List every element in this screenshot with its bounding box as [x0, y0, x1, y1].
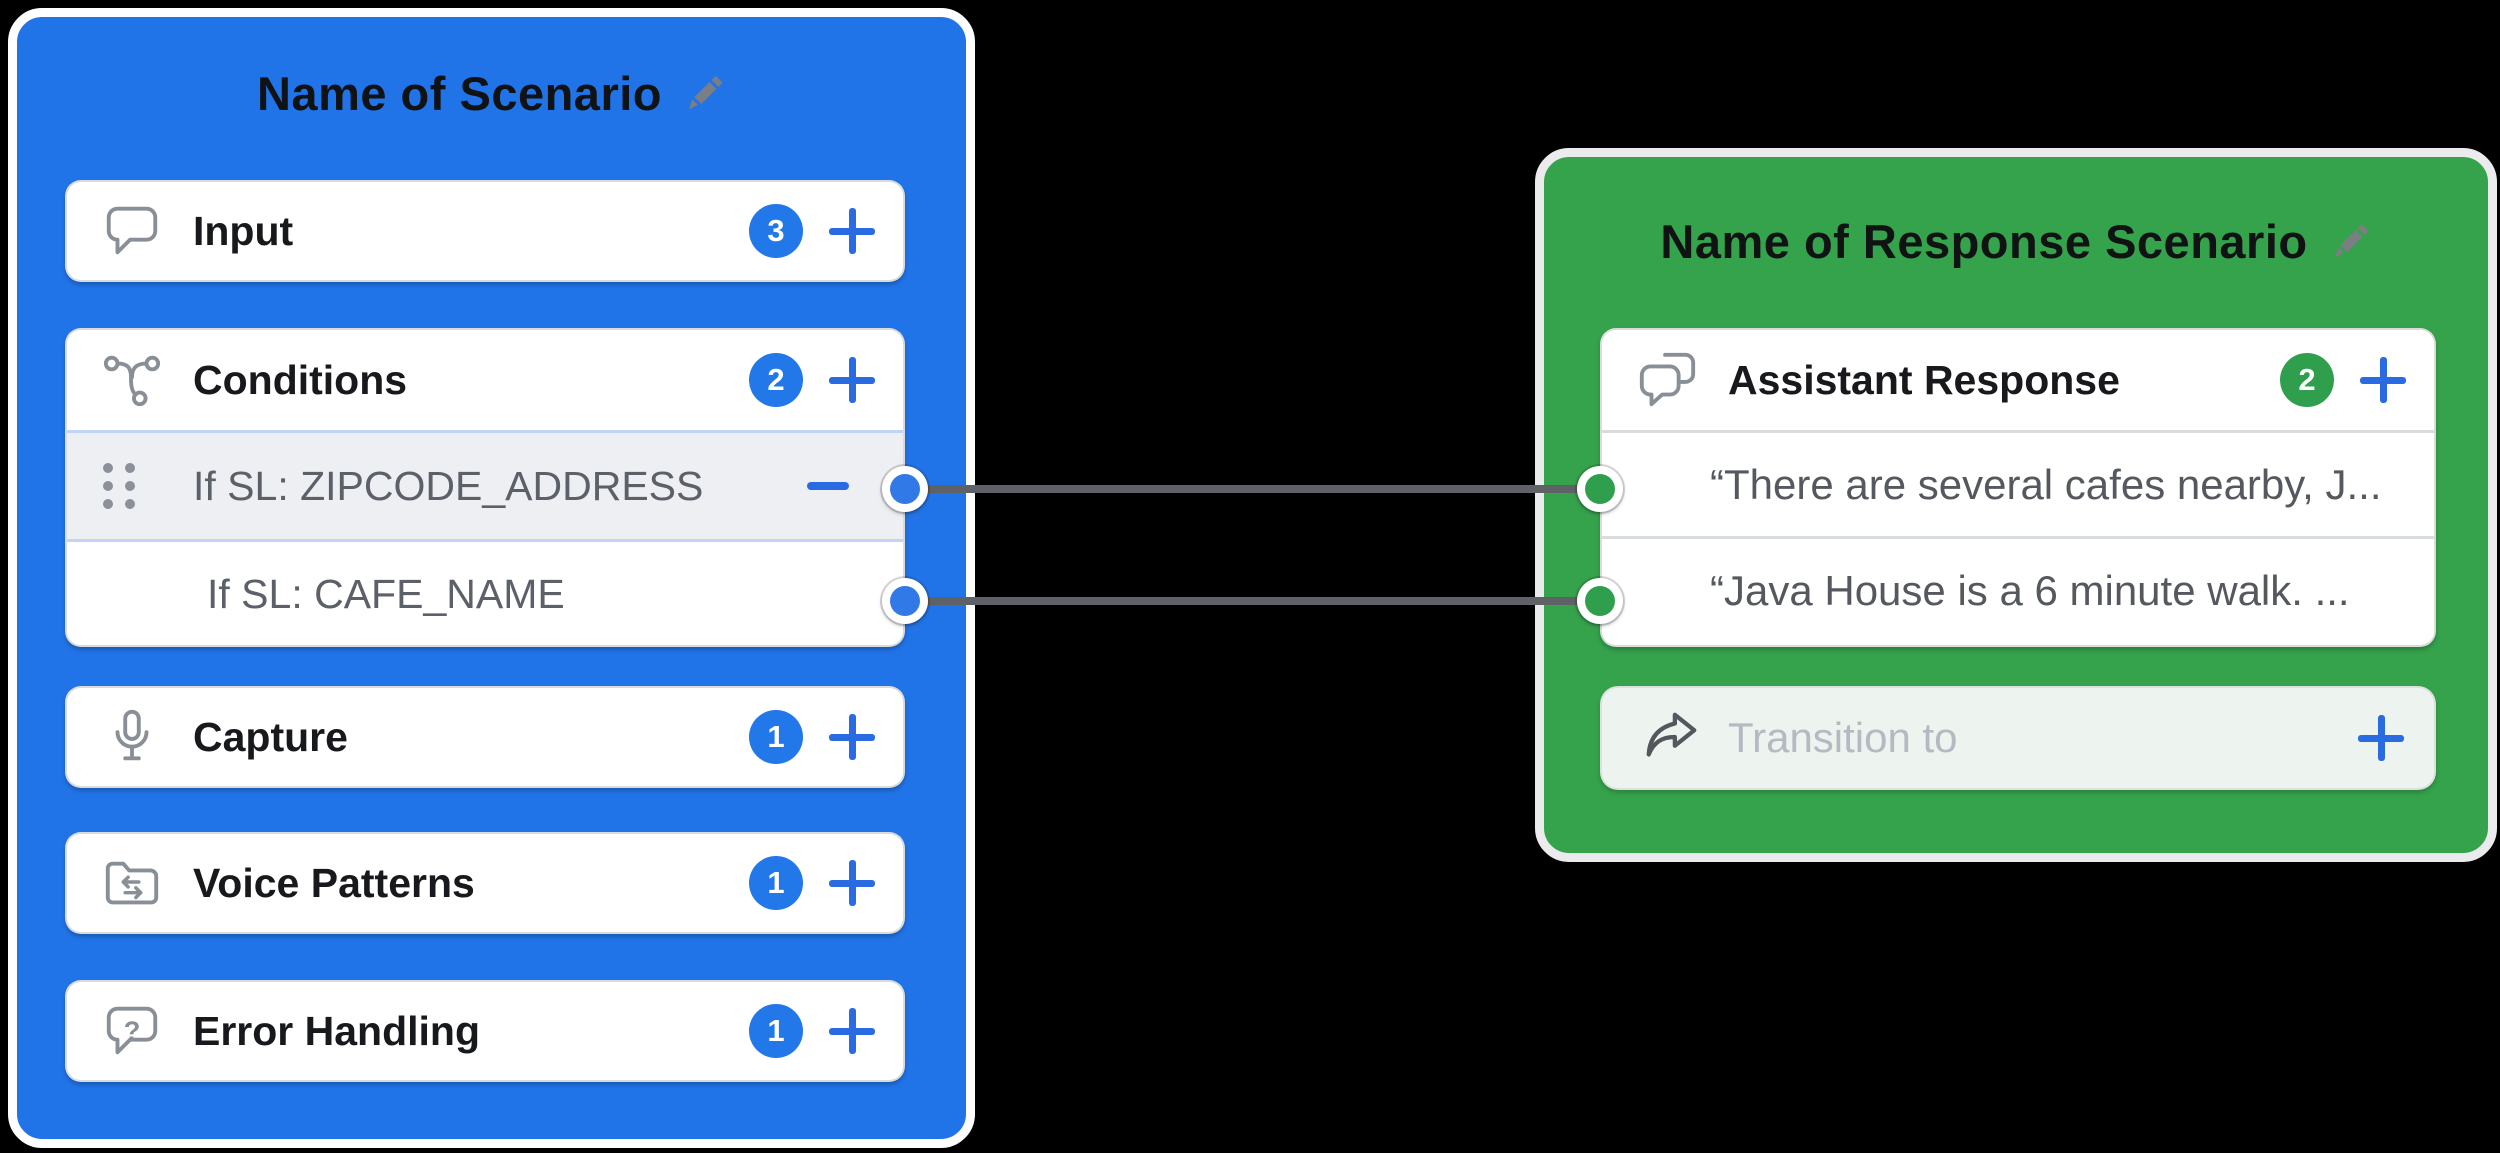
section-label: Assistant Response [1728, 356, 2120, 403]
microphone-icon [101, 706, 163, 768]
section-label: Input [193, 207, 294, 254]
add-condition-button[interactable] [829, 357, 875, 403]
edit-pencil-icon[interactable] [2328, 219, 2372, 263]
connector-port-response1[interactable] [1577, 466, 1623, 512]
double-bubble-icon [1636, 349, 1698, 411]
remove-condition-button[interactable] [807, 482, 849, 490]
connector-port-cafe[interactable] [882, 578, 928, 624]
add-input-button[interactable] [829, 208, 875, 254]
response-message-2[interactable]: “Java House is a 6 minute walk. ... [1602, 536, 2434, 642]
connector-port-response2[interactable] [1577, 578, 1623, 624]
svg-text:?: ? [124, 1015, 141, 1046]
transition-row[interactable]: Transition to [1600, 686, 2436, 790]
scenario-title-bar: Name of Scenario [17, 61, 966, 125]
drag-handle-icon[interactable] [103, 463, 135, 509]
section-label: Conditions [193, 356, 408, 403]
error-handling-section-row[interactable]: ? Error Handling 1 [65, 980, 905, 1082]
transition-placeholder: Transition to [1728, 714, 1958, 761]
capture-section-row[interactable]: Capture 1 [65, 686, 905, 788]
connector-line-zipcode-to-response1 [905, 485, 1600, 493]
condition-label: If SL: CAFE_NAME [207, 570, 565, 617]
add-response-button[interactable] [2360, 357, 2406, 403]
section-label: Voice Patterns [193, 859, 475, 906]
count-badge: 3 [749, 204, 803, 258]
response-text: “There are several cafes nearby, J... [1710, 460, 2382, 508]
count-badge: 1 [749, 710, 803, 764]
add-error-handling-button[interactable] [829, 1008, 875, 1054]
conditions-group: Conditions 2 If SL: ZIPCODE_ADDRESS If S… [65, 328, 905, 647]
condition-item-cafe[interactable]: If SL: CAFE_NAME [67, 542, 903, 645]
folder-transfer-icon [101, 852, 163, 914]
edit-pencil-icon[interactable] [682, 71, 726, 115]
input-section-row[interactable]: Input 3 [65, 180, 905, 282]
response-title: Name of Response Scenario [1660, 214, 2308, 268]
response-scenario-card: Name of Response Scenario Assistant Resp… [1535, 148, 2497, 862]
branch-icon [101, 349, 163, 411]
chat-bubble-icon [101, 200, 163, 262]
connector-port-zipcode[interactable] [882, 466, 928, 512]
share-arrow-icon [1640, 707, 1702, 769]
count-badge: 2 [2280, 353, 2334, 407]
section-label: Capture [193, 713, 348, 760]
response-title-bar: Name of Response Scenario [1544, 209, 2488, 273]
assistant-response-group: Assistant Response 2 “There are several … [1600, 328, 2436, 647]
condition-label: If SL: ZIPCODE_ADDRESS [193, 462, 704, 509]
response-message-1[interactable]: “There are several cafes nearby, J... [1602, 430, 2434, 536]
scenario-title: Name of Scenario [256, 66, 663, 120]
add-voice-pattern-button[interactable] [829, 860, 875, 906]
connector-line-cafe-to-response2 [905, 597, 1600, 605]
response-text: “Java House is a 6 minute walk. ... [1710, 566, 2350, 614]
count-badge: 1 [749, 1004, 803, 1058]
question-bubble-icon: ? [101, 1000, 163, 1062]
count-badge: 1 [749, 856, 803, 910]
scenario-card: Name of Scenario Input 3 [8, 8, 975, 1148]
section-label: Error Handling [193, 1007, 481, 1054]
add-transition-button[interactable] [2358, 715, 2404, 761]
add-capture-button[interactable] [829, 714, 875, 760]
voice-patterns-section-row[interactable]: Voice Patterns 1 [65, 832, 905, 934]
assistant-response-section-row[interactable]: Assistant Response 2 [1602, 330, 2434, 430]
count-badge: 2 [749, 353, 803, 407]
conditions-section-row[interactable]: Conditions 2 [67, 330, 903, 430]
condition-item-zipcode[interactable]: If SL: ZIPCODE_ADDRESS [67, 430, 903, 542]
